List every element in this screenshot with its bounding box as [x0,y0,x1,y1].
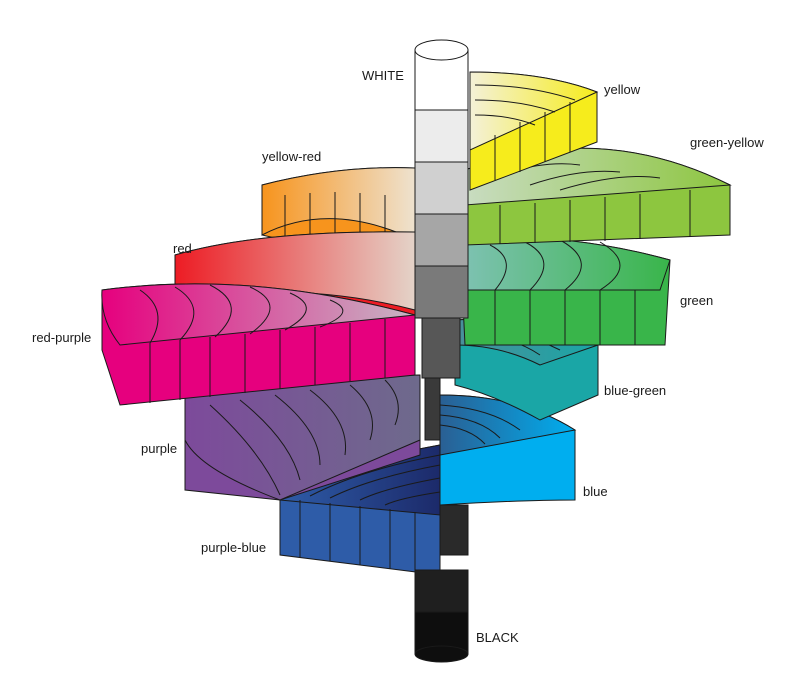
label-hue-purple: purple [141,441,177,456]
hue-section-blue [439,394,577,506]
label-white: WHITE [362,68,404,83]
label-hue-yellow-red: yellow-red [262,149,321,164]
label-hue-red: red [173,241,192,256]
hue-section-purple-blue [278,444,441,576]
label-hue-blue-green: blue-green [604,383,666,398]
label-hue-green: green [680,293,713,308]
label-hue-yellow: yellow [604,82,641,97]
label-hue-green-yellow: green-yellow [690,135,764,150]
hue-section-purple [184,374,421,501]
hue-section-yellow [469,71,599,191]
hue-section-green [459,237,671,346]
label-hue-purple-blue: purple-blue [201,540,266,555]
label-hue-blue: blue [583,484,608,499]
label-black: BLACK [476,630,519,645]
label-hue-red-purple: red-purple [32,330,91,345]
neutral-value-axis [414,39,469,663]
